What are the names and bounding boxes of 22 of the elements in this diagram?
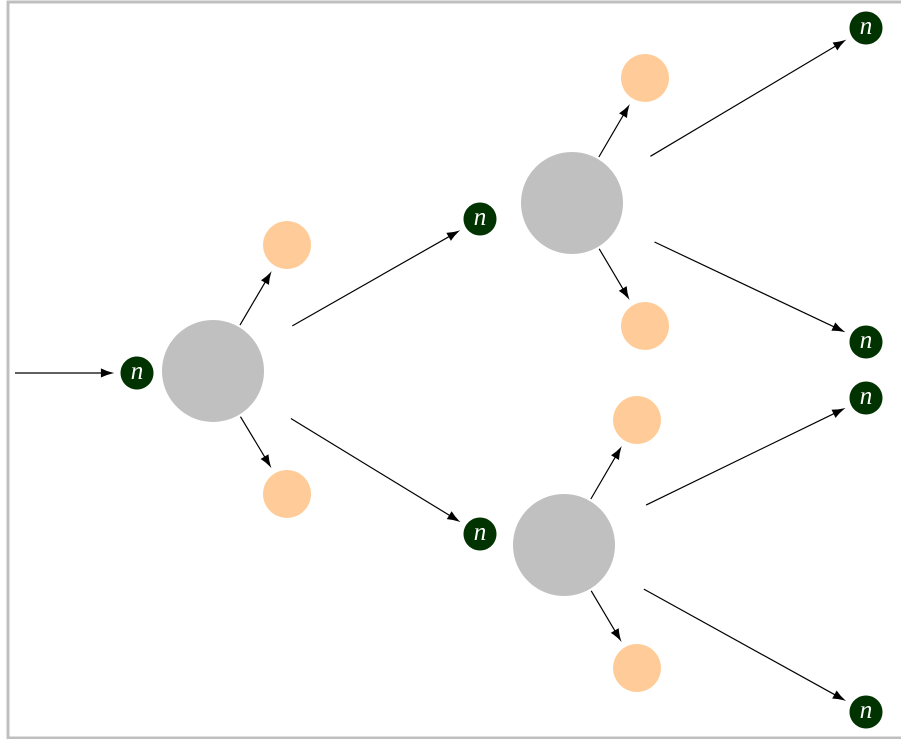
arrow (590, 590, 621, 640)
large-circle (162, 320, 264, 422)
small-circle (621, 54, 669, 102)
large-circle (521, 152, 623, 254)
arrow (650, 40, 845, 157)
arrow (644, 588, 844, 700)
arrow (646, 408, 844, 506)
arrow (290, 418, 459, 522)
arrow (15, 368, 112, 378)
small-circle (621, 302, 669, 350)
arrow (654, 241, 844, 332)
small-circle (613, 644, 661, 692)
small-circle (613, 396, 661, 444)
large-circle (513, 494, 615, 596)
arrow (590, 448, 621, 500)
arrow (239, 272, 271, 326)
small-circle (263, 220, 311, 269)
arrow (240, 416, 271, 466)
arrow (292, 230, 459, 326)
small-circle (263, 470, 311, 518)
arrow (598, 106, 629, 158)
arrow (598, 248, 629, 298)
